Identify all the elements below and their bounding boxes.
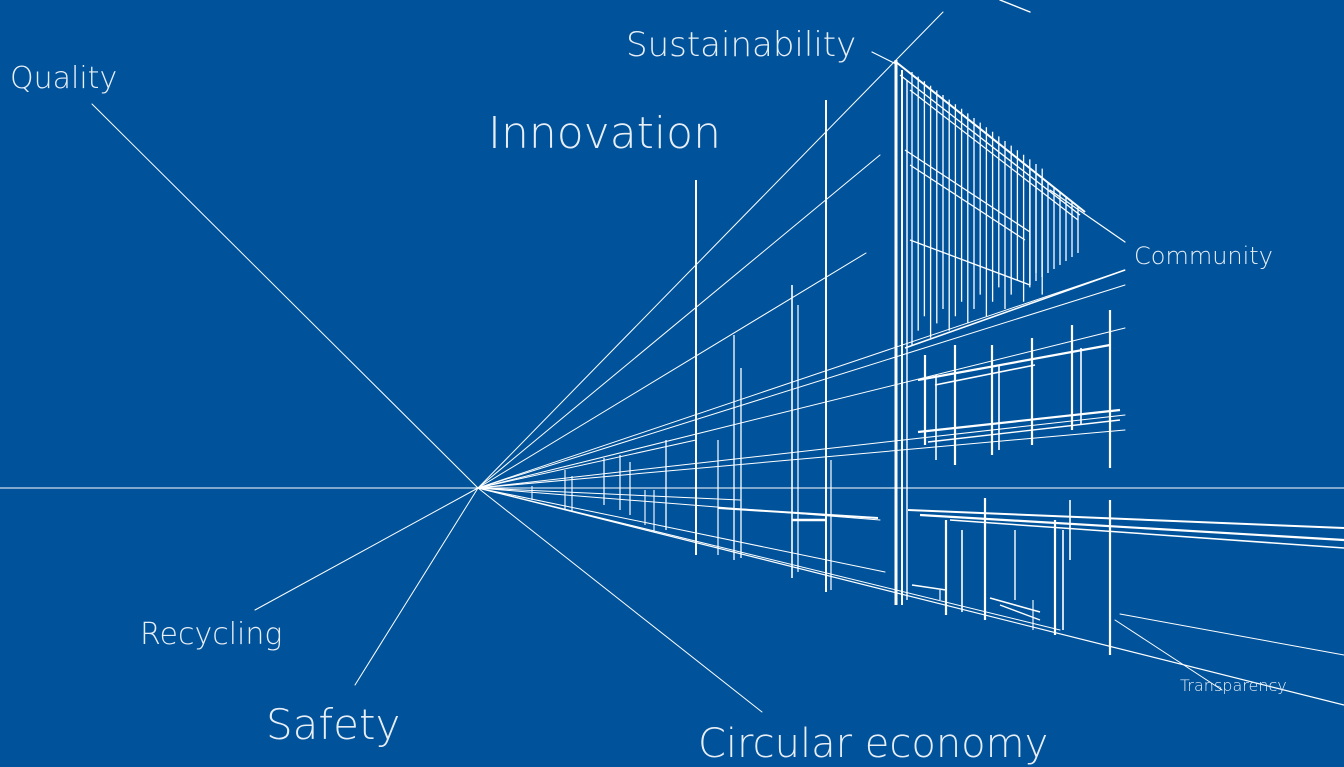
community-label: Community (1134, 242, 1273, 270)
innovation-label: Innovation (488, 108, 721, 159)
safety-label: Safety (266, 700, 401, 749)
circular-economy-label: Circular economy (698, 721, 1049, 767)
quality-label: Quality (10, 61, 118, 96)
sustainability-label: Sustainability (626, 25, 857, 65)
perspective-lines (0, 0, 1344, 713)
facade-mullions-short (1029, 170, 1079, 285)
transparency-label: Transparency (1180, 676, 1287, 695)
recycling-label: Recycling (140, 617, 283, 652)
